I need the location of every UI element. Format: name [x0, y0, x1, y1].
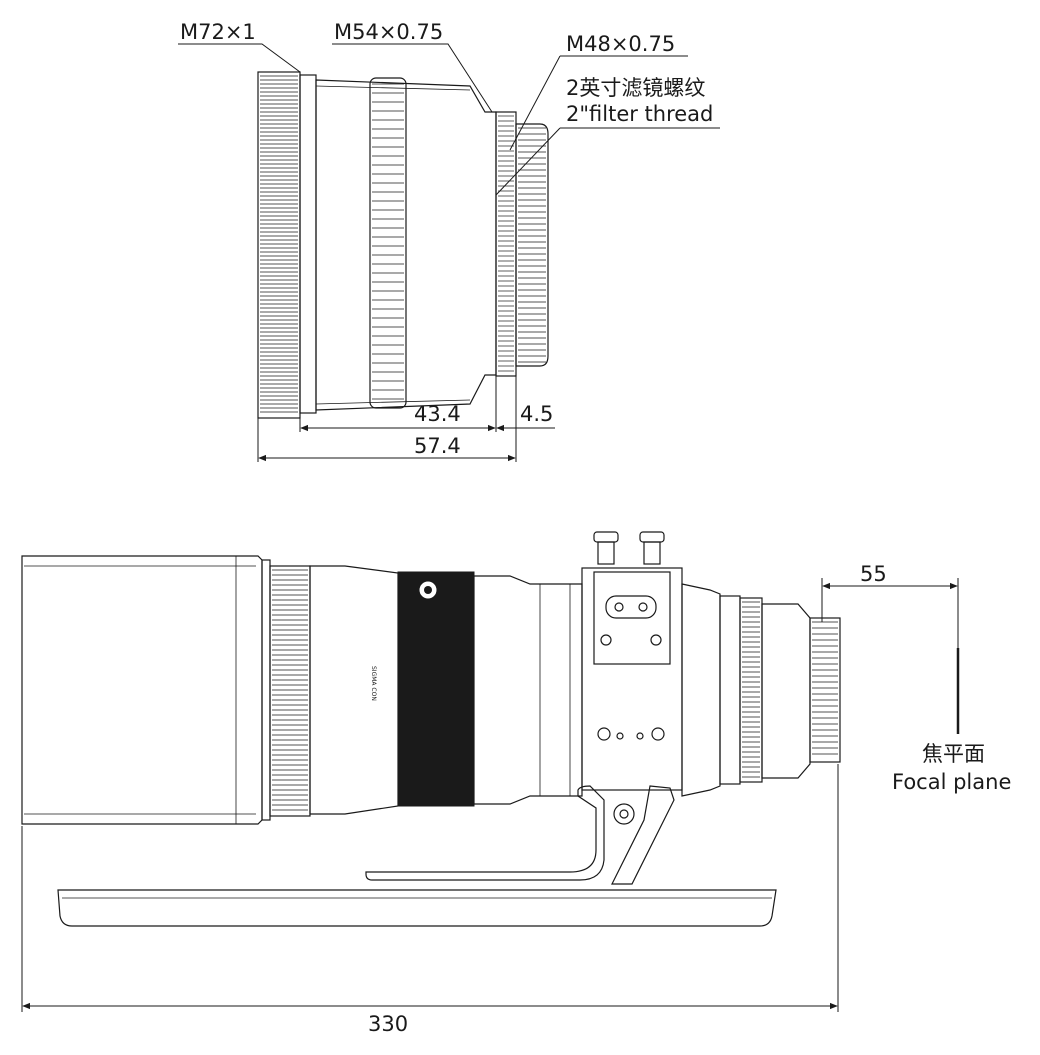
front-focus-ring-knurl: [272, 569, 308, 811]
filter-thread-label-cn: 2英寸滤镜螺纹: [566, 76, 706, 100]
dimension-330: 330: [368, 1012, 409, 1036]
m54-ring: [495, 111, 517, 377]
tripod-collar: [581, 567, 683, 791]
dimension-4-5: 4.5: [520, 402, 554, 426]
collar-top-plate: [593, 571, 671, 665]
m48-cap: [515, 123, 549, 367]
tripod-foot-brace: [611, 785, 675, 885]
lens-hood: [21, 555, 263, 825]
top-view-leaders: [178, 43, 720, 196]
tripod-foot-stem: [365, 785, 605, 881]
m72-step: [299, 74, 317, 414]
m72-ring-knurl: [260, 75, 298, 413]
top-view-dimensions: [257, 376, 555, 462]
rear-mount-cap: [809, 617, 841, 763]
side-view-dimensions: [21, 578, 960, 1012]
lens-mid-barrel: [473, 575, 583, 805]
lens-grip-band: [397, 571, 475, 807]
rear-knurl-ring: [739, 597, 763, 783]
lens-side-view: SIGMA CON: [21, 531, 841, 927]
adapter-knurl-band: [369, 77, 407, 409]
focal-plane-label-cn: 焦平面: [922, 742, 985, 766]
adapter-knurl-lines: [372, 83, 404, 400]
rear-mount-cap-knurl: [812, 621, 838, 755]
dimension-43-4: 43.4: [414, 402, 461, 426]
dimension-55: 55: [860, 562, 887, 586]
base-plate: [57, 889, 777, 927]
thread-label-m48: M48×0.75: [566, 32, 676, 56]
thread-label-m72: M72×1: [180, 20, 256, 44]
thread-label-m54: M54×0.75: [334, 20, 444, 44]
front-focus-ring: [269, 565, 311, 817]
m54-ring-knurl: [498, 115, 514, 372]
lens-front-barrel: [309, 565, 399, 815]
focal-plane-label-en: Focal plane: [892, 770, 1012, 794]
adapter-top-view: [257, 71, 549, 419]
filter-thread-label-en: 2"filter thread: [566, 102, 714, 126]
collar-top-knobs: [593, 531, 665, 565]
dimension-57-4: 57.4: [414, 434, 461, 458]
lens-mark-text: SIGMA CON: [370, 666, 377, 701]
rear-knurl-lines: [742, 601, 760, 778]
rear-adapter: [761, 603, 811, 779]
m48-cap-knurl: [518, 127, 546, 363]
